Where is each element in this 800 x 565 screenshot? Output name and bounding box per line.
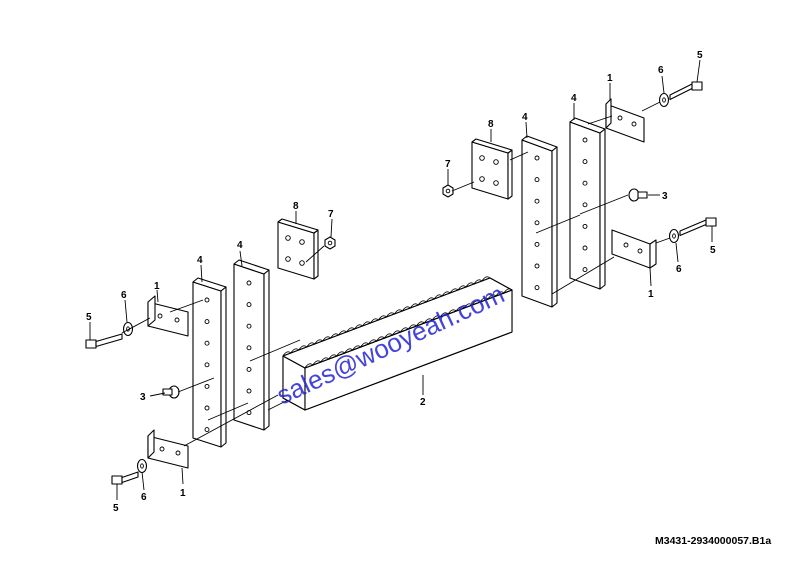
plate-hole <box>246 280 252 286</box>
washer-upper-left <box>122 321 134 337</box>
plate-hole <box>246 302 252 308</box>
plate-hole <box>534 220 540 226</box>
callout-1: 1 <box>180 488 186 499</box>
angle-bracket-lower-left <box>147 429 189 469</box>
callout-8: 8 <box>293 201 299 212</box>
mounting-plate-left-rear <box>192 277 227 448</box>
bolt-lower-right <box>679 217 717 237</box>
callout-4: 4 <box>522 112 528 123</box>
leader-lines <box>89 59 713 500</box>
callout-5: 5 <box>86 312 92 323</box>
drawing-code: M3431-2934000057.B1a <box>655 535 771 547</box>
plate-hole <box>204 405 210 411</box>
plate-hole <box>582 267 588 273</box>
plate-hole <box>534 263 540 269</box>
plate-hole <box>204 427 210 433</box>
plate-hole <box>246 323 252 329</box>
plate-hole <box>204 383 210 389</box>
plate-hole <box>204 297 210 303</box>
plate-hole <box>582 137 588 143</box>
callout-6: 6 <box>141 492 147 503</box>
callout-5: 5 <box>113 503 119 514</box>
plate-hole <box>582 180 588 186</box>
plate-hole <box>582 245 588 251</box>
plate-hole <box>582 159 588 165</box>
washer-lower-right <box>668 228 680 244</box>
plate-hole <box>204 340 210 346</box>
callout-8: 8 <box>488 119 494 130</box>
plate-hole <box>534 241 540 247</box>
clamp-plate-left <box>277 218 319 280</box>
washer-upper-right <box>658 92 670 108</box>
callout-4: 4 <box>197 255 203 266</box>
plate-hole <box>246 345 252 351</box>
plate-hole <box>534 285 540 291</box>
callout-6: 6 <box>658 65 664 76</box>
step-tread <box>282 276 513 411</box>
plate-hole <box>204 362 210 368</box>
callout-4: 4 <box>571 93 577 104</box>
left-bracket-assembly <box>85 218 336 485</box>
callout-7: 7 <box>328 209 334 220</box>
callout-6: 6 <box>121 290 127 301</box>
callout-7: 7 <box>445 159 451 170</box>
plate-hole <box>582 223 588 229</box>
plate-hole <box>534 155 540 161</box>
callout-labels: 1 1 1 1 2 3 3 4 4 4 4 5 5 5 5 6 6 6 6 7 … <box>86 50 716 514</box>
mounting-plate-right-rear <box>521 135 558 308</box>
bolt-upper-right <box>669 81 703 101</box>
angle-bracket-upper-right <box>605 98 645 143</box>
plate-hole <box>204 319 210 325</box>
callout-3: 3 <box>662 191 668 202</box>
angle-bracket-upper-left <box>147 295 189 337</box>
callout-1: 1 <box>648 289 654 300</box>
nut-left <box>324 236 336 250</box>
right-bracket-assembly <box>442 81 717 308</box>
callout-4: 4 <box>237 240 243 251</box>
plate-hole <box>534 198 540 204</box>
plate-hole <box>582 202 588 208</box>
bolt-center-right <box>628 188 648 202</box>
callout-2: 2 <box>420 397 426 408</box>
nut-right <box>442 184 454 198</box>
plate-hole <box>246 366 252 372</box>
mounting-plate-right-front <box>569 117 606 290</box>
callout-5: 5 <box>697 50 703 61</box>
mounting-plate-left-front <box>233 259 270 431</box>
callout-6: 6 <box>676 264 682 275</box>
plate-hole <box>534 177 540 183</box>
callout-5: 5 <box>710 245 716 256</box>
clamp-plate-right <box>471 138 513 200</box>
bolt-upper-left <box>85 333 123 349</box>
bolt-lower-left <box>111 471 139 485</box>
angle-bracket-lower-right <box>611 229 657 269</box>
callout-1: 1 <box>154 281 160 292</box>
plate-hole <box>246 388 252 394</box>
plate-holes-left <box>204 280 252 433</box>
bolt-center-left <box>162 385 180 399</box>
callout-3: 3 <box>140 392 146 403</box>
callout-1: 1 <box>607 73 613 84</box>
washer-lower-left <box>136 458 148 474</box>
plate-holes-right <box>534 137 588 291</box>
